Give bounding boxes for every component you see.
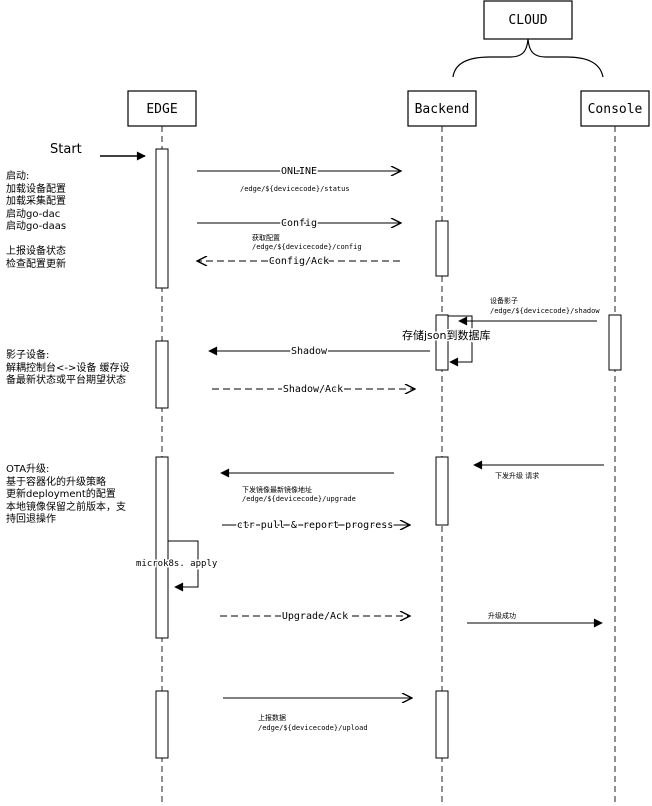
msg-shadow-label: Shadow [291, 346, 328, 357]
participant-backend-label: Backend [415, 102, 470, 117]
microk8s-self-loop [168, 540, 199, 592]
msg-ctr-pull-label: ctr pull & report progress [237, 520, 394, 531]
note-startup-line: 启动go-daas [6, 221, 67, 232]
note-startup-line: 启动go-dac [6, 208, 61, 220]
note-startup-line: 启动: [6, 171, 30, 182]
microk8s-apply-label: microk8s. apply [136, 559, 218, 569]
activation-backend-3 [435, 456, 449, 526]
note-ota-line: 持回退操作 [6, 514, 56, 525]
note-ota: OTA升级: 基于容器化的升级策略 更新deployment的配置 本地镜像保留… [6, 464, 126, 527]
participant-cloud: CLOUD [483, 0, 573, 40]
activation-backend-1 [435, 220, 449, 277]
participant-edge-label: EDGE [146, 102, 177, 117]
msg-config-topic: /edge/${devicecode}/config [252, 243, 362, 251]
participant-console: Console [580, 90, 650, 127]
msg-console-shadow-topic: /edge/${devicecode}/shadow [490, 307, 600, 315]
activation-edge-1 [155, 148, 169, 289]
note-startup-line: 加载设备配置 [6, 183, 66, 195]
activation-edge-3 [155, 456, 169, 639]
store-db-self-loop [448, 315, 473, 367]
msg-online-label: ONLINE [281, 166, 317, 177]
msg-shadow-ack-label: Shadow/Ack [283, 384, 343, 395]
msg-upgrade-request-label: 下发升级 请求 [495, 471, 539, 480]
msg-console-shadow-desc: 设备影子 [490, 296, 518, 305]
msg-config-label: Config [281, 218, 317, 229]
note-shadow: 影子设备: 解耦控制台<->设备 缓存设 备最新状态或平台期望状态 [6, 350, 130, 388]
activation-edge-4 [155, 690, 169, 759]
participant-cloud-label: CLOUD [508, 13, 547, 28]
participant-backend: Backend [407, 90, 477, 127]
msg-upgrade-ack-label: Upgrade/Ack [282, 611, 348, 622]
msg-upload-topic: /edge/${devicecode}/upload [258, 724, 368, 732]
msg-upgrade-success-label: 升级成功 [488, 611, 516, 620]
note-startup: 启动: 加载设备配置 加载采集配置 启动go-dac 启动go-daas 上报设… [6, 171, 66, 271]
participant-edge: EDGE [127, 90, 197, 127]
activation-backend-2 [435, 314, 449, 371]
cloud-brace [452, 38, 604, 78]
participant-console-label: Console [588, 102, 643, 117]
note-shadow-line: 备最新状态或平台期望状态 [6, 375, 126, 386]
activation-console-1 [608, 314, 622, 371]
note-startup-line: 上报设备状态 [6, 246, 66, 257]
note-startup-line [6, 234, 66, 247]
note-ota-line: 更新deployment的配置 [6, 489, 116, 500]
note-shadow-line: 影子设备: [6, 350, 50, 361]
start-label: Start [50, 142, 82, 157]
note-startup-line: 检查配置更新 [6, 258, 66, 270]
note-startup-line: 加载采集配置 [6, 196, 66, 207]
store-db-label: 存储json到数据库 [402, 328, 491, 342]
note-ota-line: 本地镜像保留之前版本，支 [6, 501, 126, 513]
note-ota-line: OTA升级: [6, 464, 50, 475]
activation-edge-2 [155, 340, 169, 409]
msg-upload-desc: 上报数据 [258, 713, 286, 722]
msg-online-topic: /edge/${devicecode}/status [240, 185, 350, 193]
msg-upgrade-push-desc: 下发镜像最新镜像地址 [242, 485, 312, 494]
msg-upgrade-topic: /edge/${devicecode}/upgrade [242, 495, 356, 503]
msg-config-ack-label: Config/Ack [269, 256, 329, 267]
activation-backend-4 [435, 690, 449, 759]
note-shadow-line: 解耦控制台<->设备 缓存设 [6, 362, 130, 374]
msg-config-desc: 获取配置 [252, 233, 280, 242]
note-ota-line: 基于容器化的升级策略 [6, 476, 106, 488]
